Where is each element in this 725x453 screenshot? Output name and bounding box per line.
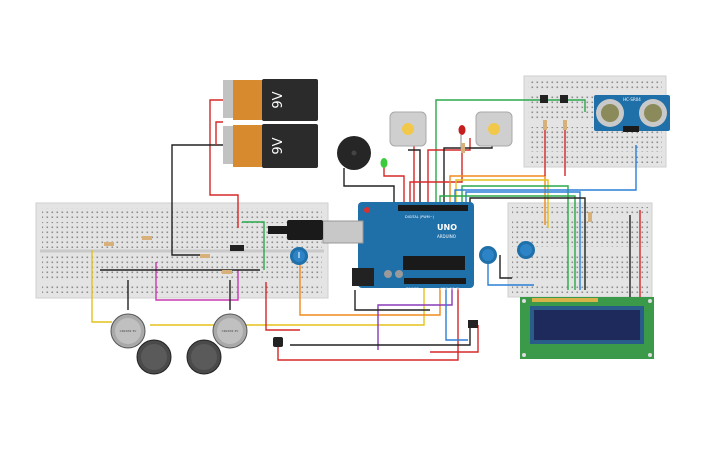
battery-label: 9V: [271, 137, 286, 154]
battery-label: 9V: [271, 91, 286, 108]
arduino-brand: UNO: [437, 223, 457, 232]
resistors: [461, 120, 592, 222]
wire-black: [343, 168, 395, 210]
coin-cell-4[interactable]: CR2032 3V: [212, 313, 248, 349]
wire-yellow: [91, 250, 112, 323]
dc-motor-right[interactable]: [475, 111, 513, 147]
wire-blue: [454, 145, 637, 205]
left-breadboard-parts: [104, 236, 244, 274]
power-label: POWER: [406, 287, 420, 291]
wire-red: [430, 325, 479, 353]
wire-orange: [299, 262, 441, 316]
wire-black: [171, 144, 223, 256]
wire-black: [469, 197, 586, 290]
small-sensor-left[interactable]: [273, 337, 283, 347]
coin-cell-label: CR2032 3V: [120, 329, 138, 333]
wire-red: [409, 150, 463, 210]
wire-black: [408, 149, 421, 210]
transistor-left[interactable]: [540, 95, 548, 103]
sensor-label: HC-SR04: [623, 97, 641, 102]
wire-black: [499, 255, 512, 279]
wire-black: [354, 290, 430, 311]
wire-green: [242, 221, 265, 270]
wire-magenta: [155, 262, 239, 301]
wire-blue: [445, 285, 468, 341]
wire-purple: [377, 285, 453, 350]
potentiometer-right[interactable]: [517, 241, 535, 259]
small-sensor-right[interactable]: [468, 320, 478, 328]
coin-cell-1[interactable]: CR2032 3V: [110, 313, 146, 349]
potentiometer-left[interactable]: [290, 247, 308, 265]
arduino-uno[interactable]: UNO ARDUINO DIGITAL (PWM~) POWER ANALOG …: [322, 202, 474, 291]
wire-blue: [487, 260, 534, 286]
wire-red: [427, 138, 471, 210]
wire-green: [435, 99, 586, 210]
wire-black: [443, 138, 493, 210]
breadboard-left[interactable]: [35, 202, 329, 299]
piezo-buzzer[interactable]: [337, 136, 371, 170]
wire-red: [383, 166, 405, 210]
potentiometer-center[interactable]: [479, 246, 497, 264]
wire-green: [461, 185, 569, 290]
wire-red: [265, 282, 300, 331]
digital-header-label: DIGITAL (PWM~): [405, 215, 435, 219]
wire-red: [277, 285, 459, 361]
wire-orange: [449, 175, 546, 225]
transistor-right[interactable]: [560, 95, 568, 103]
ultrasonic-sensor[interactable]: HC-SR04: [594, 95, 670, 132]
wire-blue: [465, 191, 581, 290]
coin-cell-3[interactable]: [186, 339, 222, 375]
dc-motor-left[interactable]: [389, 111, 427, 147]
wire-red: [215, 121, 223, 145]
arduino-sub: ARDUINO: [437, 234, 456, 239]
usb-cable: [268, 220, 323, 240]
battery-9v-bottom[interactable]: 9V: [223, 124, 318, 168]
wire-yellow: [455, 179, 549, 228]
wire-green: [439, 195, 576, 290]
wire-red: [209, 99, 239, 228]
wire-black: [290, 325, 471, 346]
coin-cell-label: CR2032 3V: [222, 329, 240, 333]
coin-cell-2[interactable]: [136, 339, 172, 375]
lcd-display[interactable]: [520, 297, 654, 359]
analog-label: ANALOG IN: [440, 287, 460, 291]
battery-9v-top[interactable]: 9V: [223, 79, 318, 121]
led-green[interactable]: [380, 158, 388, 168]
